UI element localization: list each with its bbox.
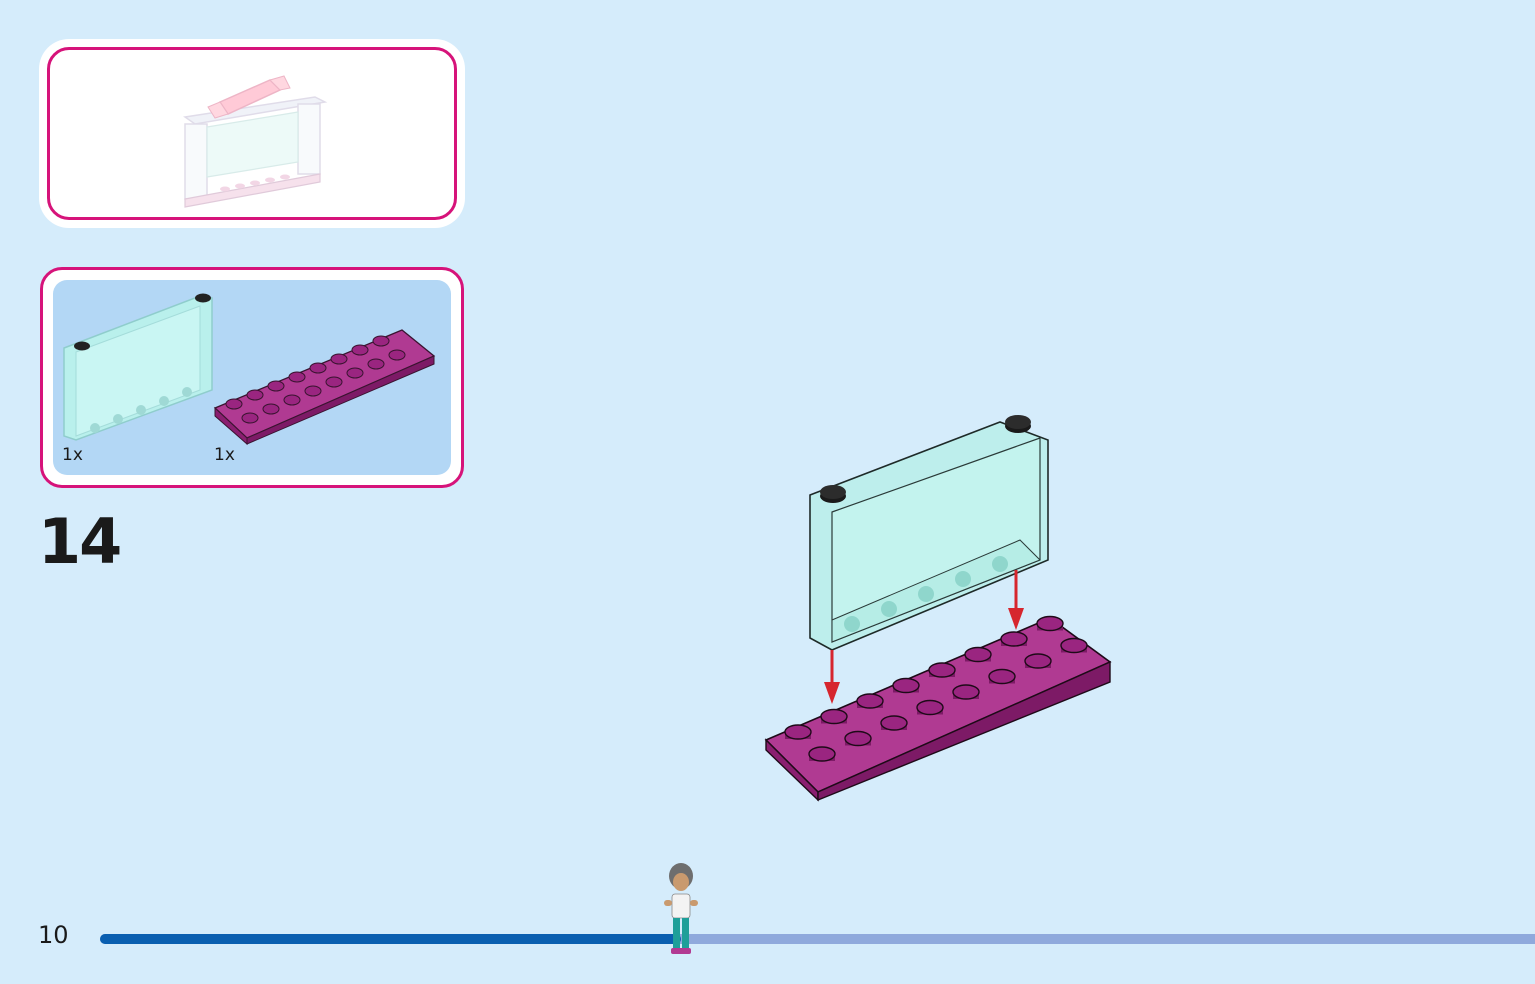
plate-studs: [784, 615, 1088, 762]
plate-stud: [1024, 653, 1052, 669]
plate-stud: [844, 730, 872, 747]
plate-stud: [892, 677, 920, 694]
plate-stud: [880, 715, 908, 731]
page-number: 10: [38, 921, 69, 949]
progress-bar-fill: [100, 934, 682, 944]
progress-bar: [100, 934, 1535, 944]
assembly-preview-panel: [47, 47, 457, 220]
plate-stud: [952, 684, 980, 700]
plate-stud: [1060, 637, 1088, 654]
plate-stud: [988, 668, 1016, 685]
transparent-panel-quantity: 1x: [62, 445, 83, 465]
plate-stud: [928, 662, 956, 678]
arrow-down-icon: [1008, 570, 1024, 630]
plate-stud: [916, 699, 944, 716]
plate-stud: [784, 724, 812, 740]
step-number: 14: [38, 505, 122, 578]
magenta-plate-part: [213, 329, 436, 446]
transparent-panel-part: [63, 293, 213, 441]
assembly-preview-image: [183, 75, 328, 208]
plate-stud: [820, 708, 848, 725]
plate-stud: [856, 693, 884, 709]
minifigure-progress-marker-icon: [664, 863, 699, 954]
plate-stud: [808, 746, 836, 762]
arrow-down-icon: [824, 650, 840, 704]
plate-stud: [1000, 631, 1028, 647]
magenta-plate-quantity: 1x: [214, 445, 235, 465]
build-step-illustration: [764, 415, 1112, 802]
plate-stud: [1036, 615, 1064, 632]
plate-stud: [964, 646, 992, 663]
